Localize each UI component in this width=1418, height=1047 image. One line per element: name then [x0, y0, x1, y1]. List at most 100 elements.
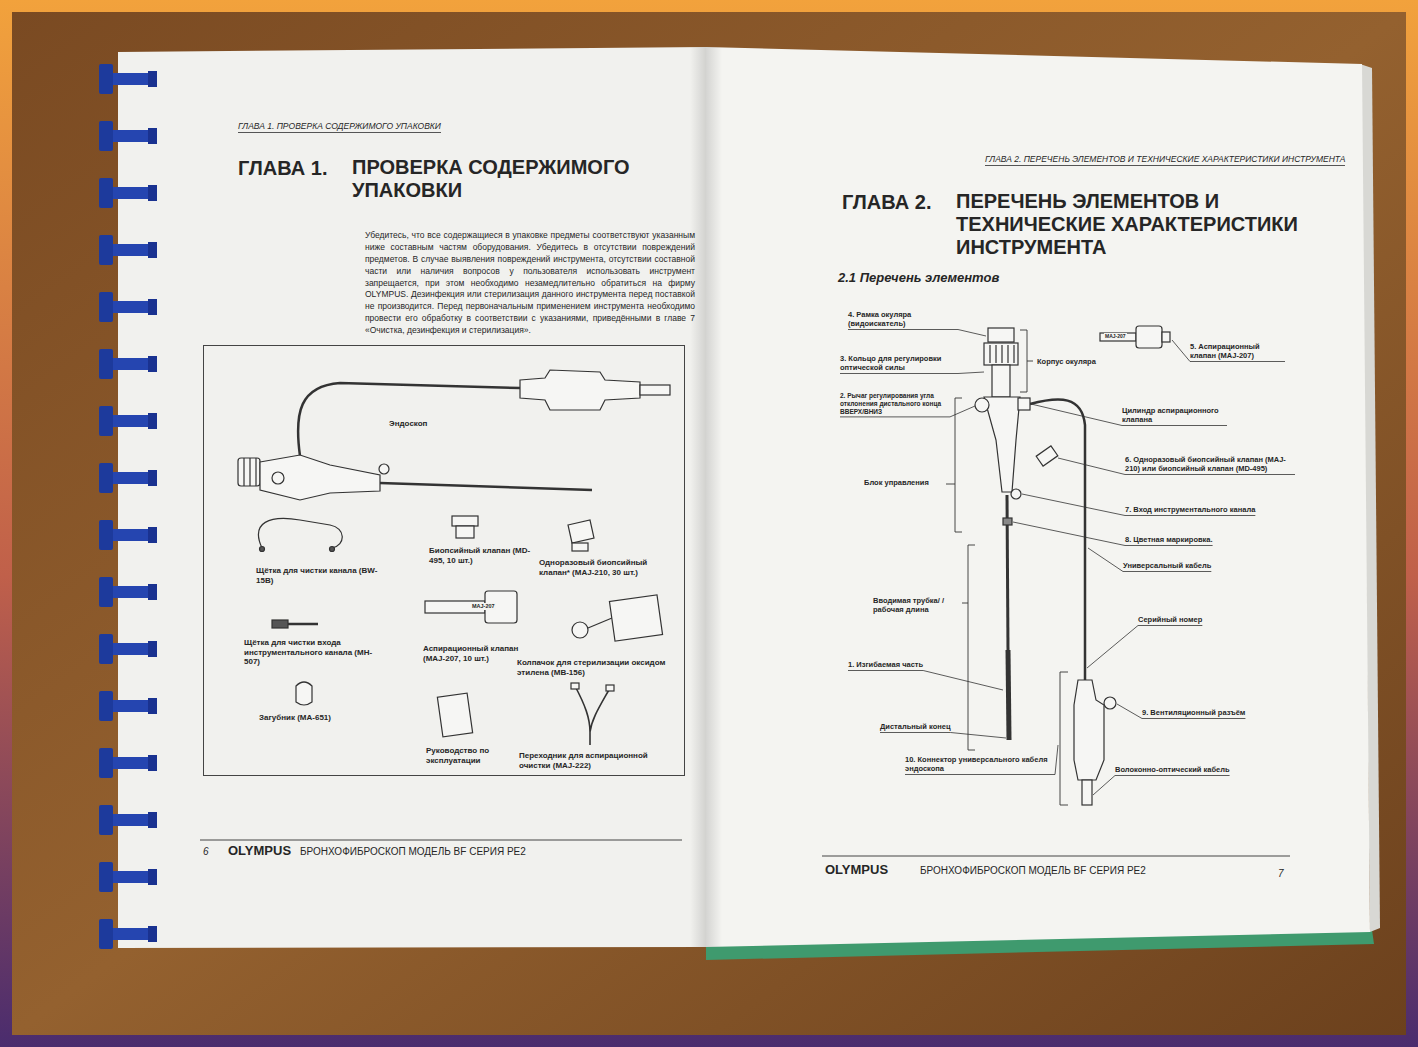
bronchoscope-illustration — [1003, 518, 1012, 525]
binding-ring — [148, 299, 157, 315]
kit-illustration — [568, 520, 594, 543]
kit-illustration — [520, 370, 640, 410]
footer-title: БРОНХОФИБРОСКОП МОДЕЛЬ BF СЕРИЯ PE2 — [300, 846, 526, 858]
callout-label: 9. Вентиляционный разъём — [1142, 708, 1245, 717]
binding-ring — [148, 812, 157, 828]
bronchoscope-illustration — [1162, 332, 1170, 342]
brand-name: OLYMPUS — [825, 862, 888, 878]
bronchoscope-illustration — [1082, 780, 1092, 805]
page-fold — [690, 47, 722, 947]
leader-line — [848, 671, 1003, 691]
callout-label: 1. Изгибаемая часть — [848, 660, 923, 669]
binding-ring — [99, 463, 157, 493]
binding-ring — [99, 406, 113, 436]
bronchoscope-illustration — [1136, 326, 1162, 348]
callout-label: Универсальный кабель — [1123, 561, 1211, 570]
leader-line — [1087, 626, 1202, 669]
binding-ring — [113, 415, 153, 427]
part-code: MAJ-207 — [1104, 333, 1127, 339]
part-label: Щётка для чистки входа инструментального… — [244, 638, 384, 667]
binding-ring — [99, 178, 157, 208]
bronchoscope-illustration — [988, 328, 1014, 342]
group-label: Вводимая трубка/ /рабочая длина — [873, 596, 958, 614]
binding-ring — [99, 406, 157, 436]
binding-ring — [99, 235, 157, 265]
binding-ring — [99, 349, 157, 379]
binding-ring — [148, 755, 157, 771]
binding-ring — [113, 871, 153, 883]
leader-line — [1117, 704, 1245, 719]
binding-ring — [99, 577, 113, 607]
binding-ring — [99, 634, 113, 664]
binding-ring — [99, 64, 157, 94]
bronchoscope-illustration — [1030, 399, 1085, 680]
binding-ring — [113, 586, 153, 598]
binding-ring — [99, 862, 113, 892]
kit-illustration — [238, 370, 670, 745]
body-paragraph: Убедитесь, что все содержащиеся в упаков… — [365, 230, 695, 337]
chapter-number: ГЛАВА 1. — [238, 156, 327, 180]
callout-label: Цилиндр аспирационного клапана — [1122, 406, 1227, 424]
leader-line — [1093, 776, 1230, 796]
bronchoscope-illustration — [1008, 650, 1009, 740]
footer-rule — [200, 840, 682, 841]
callout-label: 4. Рамка окуляра (видоискатель) — [848, 310, 958, 328]
binding-ring — [99, 349, 113, 379]
binding-ring — [99, 121, 157, 151]
binding-ring — [113, 73, 153, 85]
kit-illustration — [609, 595, 662, 641]
running-header: ГЛАВА 1. ПРОВЕРКА СОДЕРЖИМОГО УПАКОВКИ — [238, 121, 441, 133]
binding-ring — [148, 869, 157, 885]
bronchoscope-illustration — [984, 397, 1020, 492]
bronchoscope-illustration — [1100, 333, 1136, 341]
binding-ring — [113, 814, 153, 826]
leader-line — [1172, 340, 1285, 362]
part-label: Загубник (MA-651) — [259, 713, 331, 723]
bronchoscope-illustration — [984, 343, 1018, 365]
binding-ring — [113, 928, 153, 940]
kit-illustration — [298, 383, 520, 456]
binding-ring — [99, 691, 113, 721]
leader-line — [848, 330, 986, 337]
brand-name: OLYMPUS — [228, 843, 291, 859]
callout-label: Волоконно-оптический кабель — [1115, 765, 1230, 774]
bronchoscope-illustration — [1074, 680, 1104, 780]
binding-ring — [99, 634, 157, 664]
binding-ring — [99, 64, 157, 949]
callout-label: Серийный номер — [1138, 615, 1202, 624]
figure-frame: ЭндоскопЩётка для чистки канала (BW-15B)… — [203, 345, 685, 776]
part-label: Биопсийный клапан (MD-495, 10 шт.) — [429, 546, 539, 565]
binding-ring — [99, 862, 157, 892]
kit-illustration — [572, 543, 588, 551]
callout-label: Дистальный конец — [880, 722, 951, 731]
callout-label: 7. Вход инструментального канала — [1125, 505, 1255, 514]
binding-ring — [113, 472, 153, 484]
bronchoscope-illustration — [1104, 697, 1116, 709]
page-number: 7 — [1278, 868, 1284, 880]
footer-title: БРОНХОФИБРОСКОП МОДЕЛЬ BF СЕРИЯ PE2 — [920, 865, 1146, 877]
kit-illustration — [258, 518, 342, 548]
kit-illustration — [238, 458, 260, 486]
right-page — [706, 47, 1370, 947]
binding-ring — [99, 691, 157, 721]
binding-ring — [99, 292, 157, 322]
bracket — [1020, 330, 1033, 392]
kit-illustration — [244, 458, 256, 486]
binding-ring — [99, 919, 157, 949]
binding-ring — [148, 584, 157, 600]
binding-ring — [148, 128, 157, 144]
left-page — [118, 47, 706, 948]
kit-illustration — [379, 464, 389, 474]
leader-line — [840, 372, 984, 374]
callout-label: 5. Аспирационный клапан (MAJ-207) — [1190, 342, 1285, 360]
running-header: ГЛАВА 2. ПЕРЕЧЕНЬ ЭЛЕМЕНТОВ И ТЕХНИЧЕСКИ… — [985, 154, 1345, 166]
binding-ring — [148, 71, 157, 87]
bronchoscope-illustration — [975, 398, 989, 412]
callout-label: 6. Одноразовый биопсийный клапан (MAJ-21… — [1125, 455, 1295, 473]
kit-illustration — [380, 483, 592, 490]
binding-ring — [148, 641, 157, 657]
kit-illustration — [456, 526, 474, 538]
group-label: Корпус окуляра — [1037, 357, 1096, 366]
part-code: MAJ-207 — [471, 603, 496, 610]
binding-ring — [148, 926, 157, 942]
